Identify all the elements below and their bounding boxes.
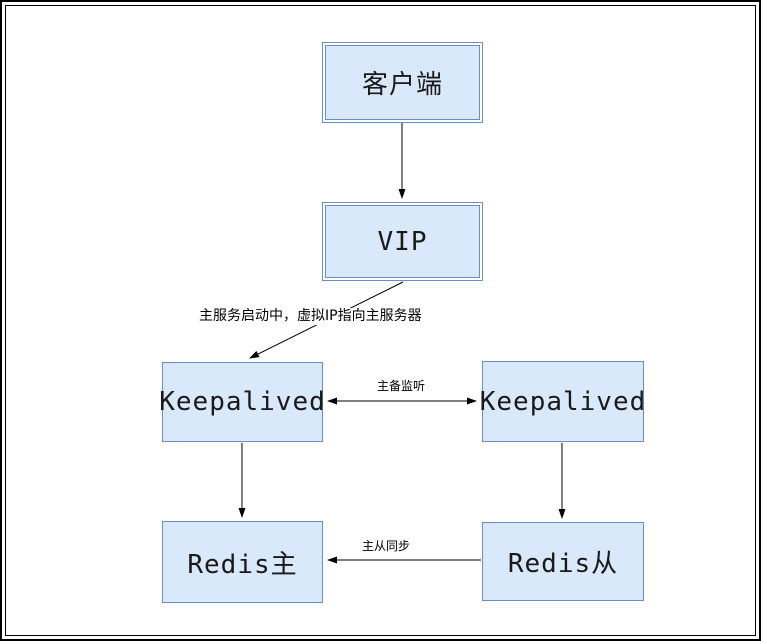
node-client[interactable]: 客户端 <box>322 42 483 123</box>
edge-label-ha-link: 主备监听 <box>377 379 426 394</box>
node-keepalived-master-label: Keepalived <box>159 387 326 417</box>
node-keepalived-master[interactable]: Keepalived <box>159 362 326 442</box>
window-frame-inner-line <box>5 5 756 636</box>
node-redis-slave[interactable]: Redis从 <box>482 522 644 601</box>
node-vip-label: VIP <box>377 226 428 257</box>
node-client-label: 客户端 <box>361 70 443 100</box>
node-redis-master[interactable]: Redis主 <box>162 521 323 603</box>
node-redis-slave-label: Redis从 <box>507 549 619 579</box>
node-keepalived-backup[interactable]: Keepalived <box>479 361 647 442</box>
node-redis-master-label: Redis主 <box>187 549 298 580</box>
edge-label-failover: 主服务启动中，虚拟IP指向主服务器 <box>199 308 422 325</box>
edge-label-sync: 主从同步 <box>362 539 411 554</box>
node-keepalived-backup-label: Keepalived <box>479 386 647 417</box>
node-vip[interactable]: VIP <box>322 202 483 281</box>
